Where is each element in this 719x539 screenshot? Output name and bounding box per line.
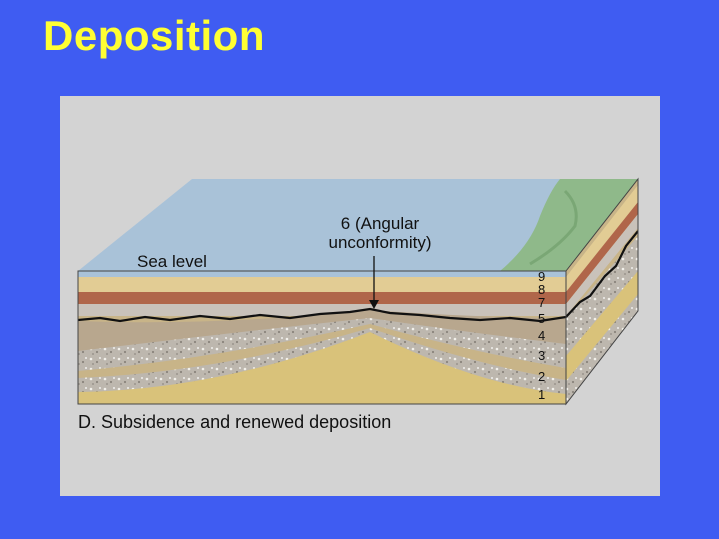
front-face bbox=[78, 271, 566, 404]
diagram-panel: Sea level 6 (Angular unconformity) 9 8 7… bbox=[60, 96, 660, 496]
block-diagram bbox=[77, 177, 639, 406]
unconformity-label: 6 (Angular unconformity) bbox=[310, 214, 450, 252]
layer-number-5: 5 bbox=[538, 311, 546, 326]
layer-number-9: 9 bbox=[538, 269, 546, 284]
layer-number-8: 8 bbox=[538, 282, 546, 297]
unconformity-label-line1: 6 (Angular bbox=[340, 214, 420, 233]
sea-level-label: Sea level bbox=[137, 252, 207, 271]
layer-number-2: 2 bbox=[538, 369, 546, 384]
diagram-caption: D. Subsidence and renewed deposition bbox=[78, 412, 392, 432]
slide-title: Deposition bbox=[43, 12, 265, 59]
unconformity-label-line2: unconformity) bbox=[328, 233, 432, 252]
layer-number-3: 3 bbox=[538, 348, 546, 363]
layer-number-4: 4 bbox=[538, 328, 546, 343]
layer-number-1: 1 bbox=[538, 387, 546, 402]
sea-surface bbox=[78, 179, 638, 271]
layer-number-7: 7 bbox=[538, 295, 546, 310]
side-face bbox=[566, 179, 638, 404]
